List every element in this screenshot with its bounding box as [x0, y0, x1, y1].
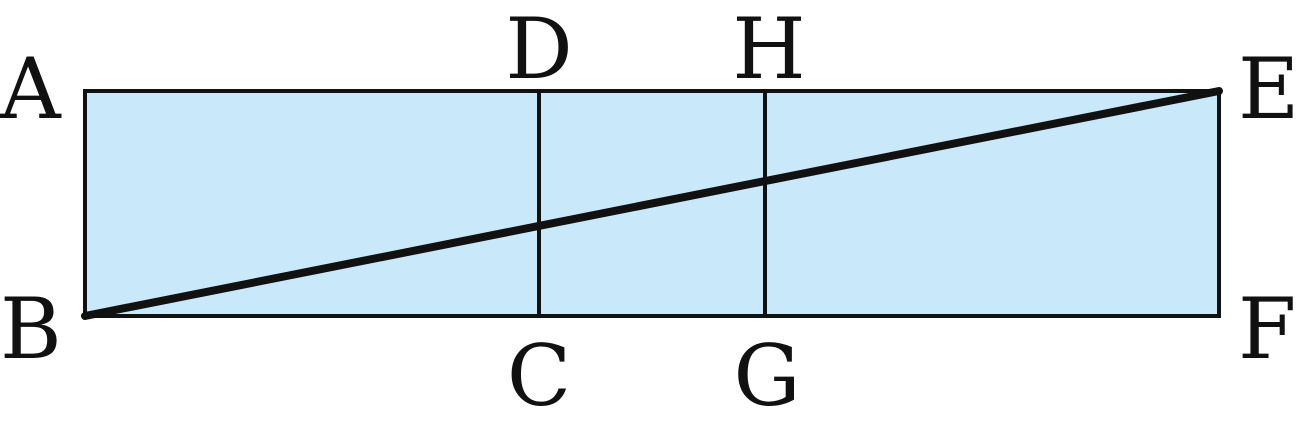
diagonal-be	[81, 87, 1223, 320]
label-point-h: H	[732, 0, 805, 98]
label-point-b: B	[0, 280, 62, 378]
label-point-f: F	[1238, 280, 1296, 378]
label-point-d: D	[505, 0, 572, 98]
label-point-e: E	[1238, 40, 1299, 138]
label-point-c: C	[507, 327, 571, 425]
label-point-g: G	[733, 327, 800, 425]
label-point-a: A	[0, 40, 62, 138]
